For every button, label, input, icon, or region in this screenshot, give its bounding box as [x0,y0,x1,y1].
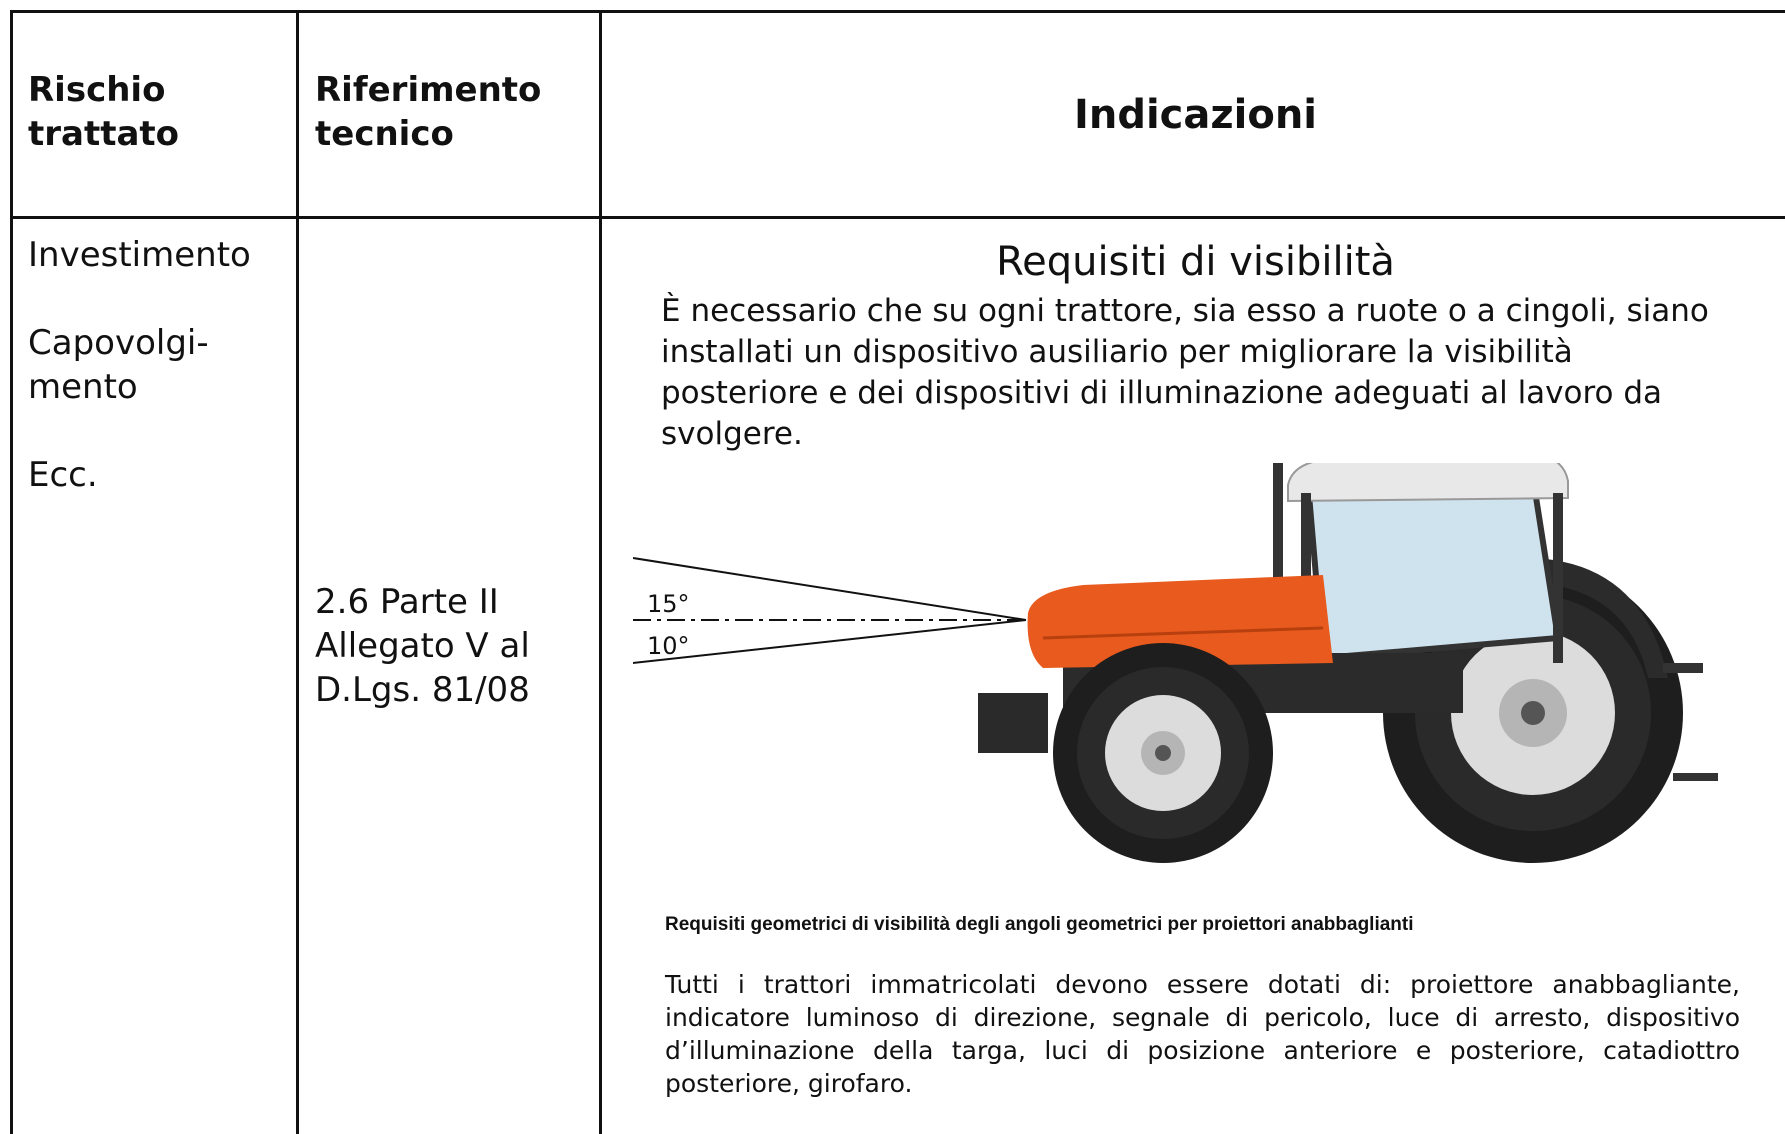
angle-label-down: 10° [647,632,690,660]
figure-caption: Requisiti geometrici di visibilità degli… [665,914,1414,935]
header-indications: Indicazioni [1073,92,1318,138]
section-title: Requisiti di visibilità [996,239,1395,285]
beam-line-down [632,619,1027,664]
cab-glass [1304,474,1562,662]
risk-item-ecc: Ecc. [28,455,98,495]
header-risk: Rischio trattato [28,70,180,154]
risk-item-investimento: Investimento [28,235,251,275]
header-divider [13,216,1785,219]
intro-text: È necessario che su ogni trattore, sia e… [661,293,1709,452]
front-weights [978,693,1048,753]
risk-list: Investimento Capovolgi-mento Ecc. [28,233,288,497]
requirements-paragraph: Tutti i trattori immatricolati devono es… [665,970,1740,1098]
requirements-table: Rischio trattato Riferimento tecnico Ind… [10,10,1785,1134]
exhaust-pipe [1273,463,1283,613]
beam-line-up [632,557,1027,621]
tractor-figure: 15° 10° [632,433,1723,903]
header-reference: Riferimento tecnico [315,70,542,154]
cab-roof [1287,451,1569,503]
column-divider-2 [599,13,602,1134]
visibility-diagram [632,433,1718,863]
technical-reference: 2.6 Parte II Allegato V al D.Lgs. 81/08 [315,582,530,710]
column-divider-1 [296,13,299,1134]
angle-label-up: 15° [647,590,690,618]
risk-item-capovolgimento: Capovolgi-mento [28,323,209,407]
engine-hood [1027,575,1333,668]
